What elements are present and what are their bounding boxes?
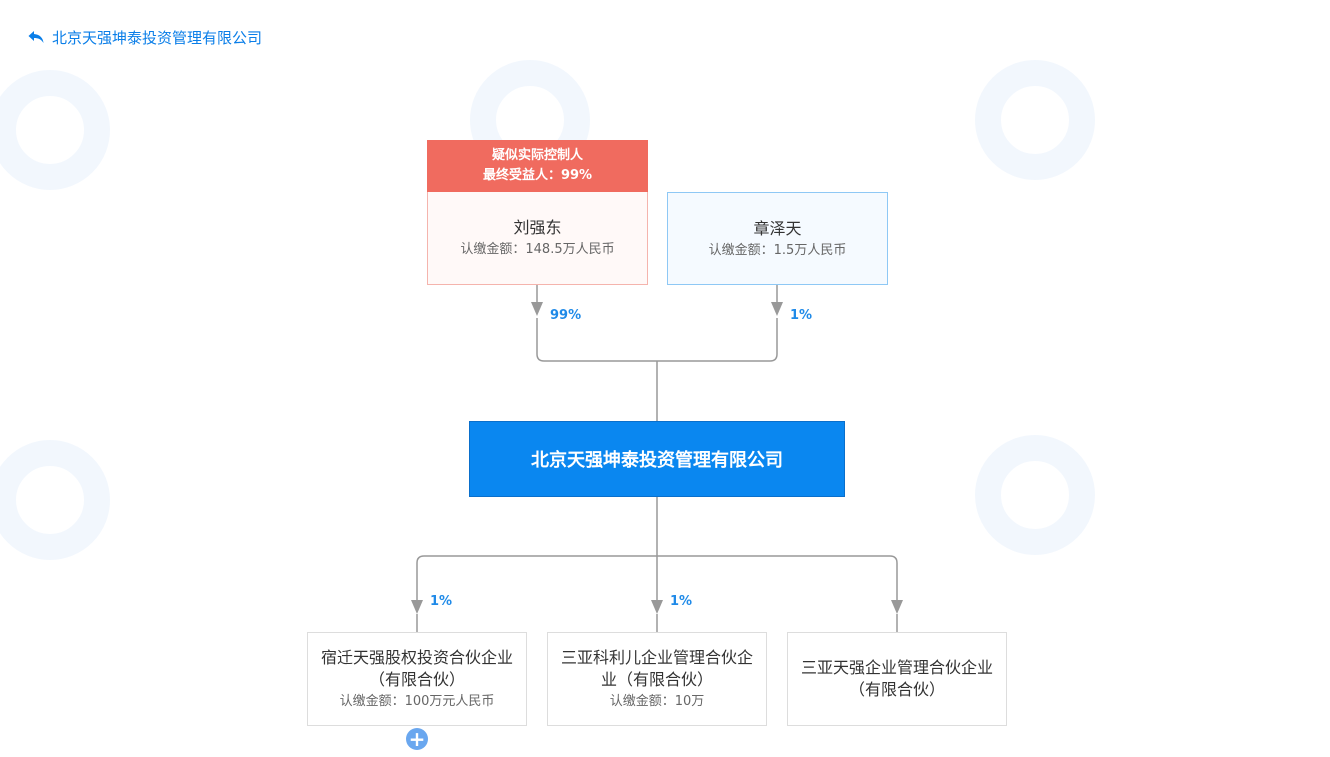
arrow-down-icon xyxy=(891,600,903,614)
shareholder-node[interactable]: 刘强东 认缴金额：148.5万人民币 xyxy=(427,192,648,285)
shareholder-amount: 认缴金额：148.5万人民币 xyxy=(460,242,615,257)
arrow-down-icon xyxy=(651,600,663,614)
company-node[interactable]: 北京天强坤泰投资管理有限公司 xyxy=(469,421,845,497)
back-arrow-icon xyxy=(28,31,44,43)
company-name: 北京天强坤泰投资管理有限公司 xyxy=(531,450,783,471)
arrow-down-icon xyxy=(411,600,423,614)
shareholder-name: 刘强东 xyxy=(513,218,562,237)
investment-percent: 1% xyxy=(430,594,453,609)
investment-node[interactable]: 三亚天强企业管理合伙企业（有限合伙） xyxy=(787,632,1007,726)
back-link-label: 北京天强坤泰投资管理有限公司 xyxy=(52,28,263,47)
arrow-down-icon xyxy=(771,302,783,316)
shareholder-percent: 1% xyxy=(790,308,813,323)
controller-badge: 疑似实际控制人 最终受益人：99% xyxy=(427,140,648,192)
shareholder-percent: 99% xyxy=(550,308,582,323)
investment-name: 宿迁天强股权投资合伙企业（有限合伙） xyxy=(320,648,513,689)
investment-name: 三亚天强企业管理合伙企业（有限合伙） xyxy=(800,658,993,699)
controller-badge-benefit: 最终受益人：99% xyxy=(482,168,593,183)
shareholder-node[interactable]: 章泽天 认缴金额：1.5万人民币 xyxy=(667,192,888,285)
investment-node[interactable]: 宿迁天强股权投资合伙企业（有限合伙） 认缴金额：100万元人民币 xyxy=(307,632,527,726)
plus-circle-icon[interactable]: + xyxy=(406,728,428,750)
back-link[interactable]: 北京天强坤泰投资管理有限公司 xyxy=(28,27,262,47)
controller-badge-title: 疑似实际控制人 xyxy=(491,148,583,163)
arrow-down-icon xyxy=(531,302,543,316)
investment-amount: 认缴金额：100万元人民币 xyxy=(339,694,495,709)
investment-name: 三亚科利儿企业管理合伙企业（有限合伙） xyxy=(560,648,753,689)
investment-amount: 认缴金额：10万 xyxy=(609,694,705,709)
investment-percent: 1% xyxy=(670,594,693,609)
shareholder-name: 章泽天 xyxy=(753,218,802,238)
shareholder-amount: 认缴金额：1.5万人民币 xyxy=(708,242,847,258)
investment-node[interactable]: 三亚科利儿企业管理合伙企业（有限合伙） 认缴金额：10万 xyxy=(547,632,767,726)
